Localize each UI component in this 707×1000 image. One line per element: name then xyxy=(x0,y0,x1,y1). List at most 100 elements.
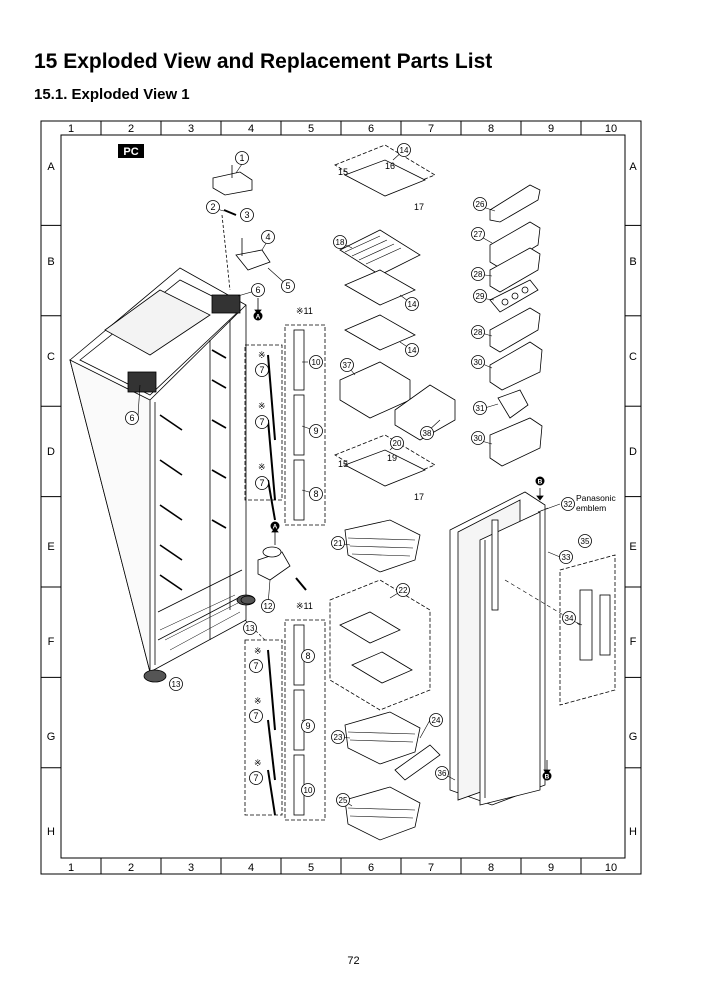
grid-col-label: 2 xyxy=(128,862,134,874)
callout-10: 10 xyxy=(301,783,315,797)
grid-frame xyxy=(40,120,642,875)
grid-col-label: 5 xyxy=(308,123,314,135)
grid-row-label: B xyxy=(629,256,636,268)
callout-3-label: 3 xyxy=(244,210,249,220)
grid-col-label: 4 xyxy=(248,123,254,135)
callout-13: 13 xyxy=(243,621,257,635)
marker-B: B xyxy=(542,771,552,781)
callout-1: 1 xyxy=(235,151,249,165)
callout-25-label: 25 xyxy=(339,796,348,805)
callout-34-label: 34 xyxy=(565,614,574,623)
callout-9: 9 xyxy=(309,424,323,438)
grid-row-label: D xyxy=(629,446,637,458)
top-hinge-parts xyxy=(212,165,271,291)
callout-27: 27 xyxy=(471,227,485,241)
callout-12-label: 12 xyxy=(264,602,273,611)
callout-30: 30 xyxy=(471,355,485,369)
marker-A: A xyxy=(253,311,263,321)
grid-col-label: 1 xyxy=(68,123,74,135)
pc-badge-label: PC xyxy=(123,146,138,158)
callout-8: 8 xyxy=(309,487,323,501)
callout-37: 37 xyxy=(340,358,354,372)
callout-7-label: 7 xyxy=(259,417,264,427)
grid-row-label: F xyxy=(630,636,637,648)
leveling-foot-left xyxy=(143,669,167,683)
callout-18: 18 xyxy=(333,235,347,249)
shelves-column xyxy=(329,144,456,841)
section-markers: A A B B xyxy=(253,311,552,781)
grid-col-label: 6 xyxy=(368,123,374,135)
callout-24: 24 xyxy=(429,713,443,727)
grid-row-label: D xyxy=(47,446,55,458)
callout-9-label: 9 xyxy=(313,426,318,436)
marker-B: B xyxy=(535,476,545,486)
callout-23-label: 23 xyxy=(334,733,343,742)
note-mark: ※ xyxy=(254,758,262,768)
callouts: 1234566777777889910101213131414141618202… xyxy=(125,143,592,807)
emblem-label-line1: Panasonic xyxy=(576,493,616,503)
grid-col-label: 4 xyxy=(248,862,254,874)
callout-10-label: 10 xyxy=(312,358,321,367)
grid-col-label: 5 xyxy=(308,862,314,874)
callout-30-label: 30 xyxy=(474,358,483,367)
callout-21-label: 21 xyxy=(334,539,343,548)
callout-5: 5 xyxy=(281,279,295,293)
callout-32-label: 32 xyxy=(564,500,573,509)
callout-10: 10 xyxy=(309,355,323,369)
pc-badge: PC xyxy=(118,144,144,158)
callout-8-label: 8 xyxy=(313,489,318,499)
callout-6-label: 6 xyxy=(255,285,260,295)
callout-31-label: 31 xyxy=(476,404,485,413)
grid-col-label: 3 xyxy=(188,123,194,135)
callout-26: 26 xyxy=(473,197,487,211)
callout-8: 8 xyxy=(301,649,315,663)
door-bins xyxy=(489,184,543,467)
callout-37-label: 37 xyxy=(343,361,352,370)
callout-7-label: 7 xyxy=(259,478,264,488)
callout-7: 7 xyxy=(249,659,263,673)
grid-col-label: 9 xyxy=(548,123,554,135)
grid-col-label: 8 xyxy=(488,862,494,874)
part-label-17: 17 xyxy=(414,492,424,502)
grid-col-label: 8 xyxy=(488,123,494,135)
callout-7: 7 xyxy=(255,363,269,377)
callout-23: 23 xyxy=(331,730,345,744)
callout-22-label: 22 xyxy=(399,586,408,595)
grid-row-label: F xyxy=(48,636,55,648)
callout-4: 4 xyxy=(261,230,275,244)
callout-28-label: 28 xyxy=(474,328,483,337)
handle-parts xyxy=(559,554,616,706)
callout-29: 29 xyxy=(473,289,487,303)
callout-35: 35 xyxy=(578,534,592,548)
callout-7-label: 7 xyxy=(253,773,258,783)
callout-34: 34 xyxy=(562,611,576,625)
callout-21: 21 xyxy=(331,536,345,550)
grid-col-label: 1 xyxy=(68,862,74,874)
quantity-note: ※11 xyxy=(296,306,313,316)
grid-col-label: 7 xyxy=(428,862,434,874)
callout-9: 9 xyxy=(301,719,315,733)
callout-14-label: 14 xyxy=(408,346,417,355)
grid-col-label: 10 xyxy=(605,123,617,135)
callout-28-label: 28 xyxy=(474,270,483,279)
callout-28: 28 xyxy=(471,325,485,339)
grid-col-label: 7 xyxy=(428,123,434,135)
callout-7-label: 7 xyxy=(259,365,264,375)
grid-row-label: C xyxy=(629,351,637,363)
grid-col-label: 10 xyxy=(605,862,617,874)
page-number: 72 xyxy=(347,955,360,967)
marker-A: A xyxy=(270,521,280,531)
callout-2: 2 xyxy=(206,200,220,214)
callout-1-label: 1 xyxy=(239,153,244,163)
callout-31: 31 xyxy=(473,401,487,415)
cabinet-shelf-rails xyxy=(159,349,227,591)
drawing xyxy=(69,144,616,841)
grid-col-label: 2 xyxy=(128,123,134,135)
callout-13: 13 xyxy=(169,677,183,691)
callout-32: 32 xyxy=(561,497,575,511)
callout-7: 7 xyxy=(255,415,269,429)
callout-7: 7 xyxy=(255,476,269,490)
